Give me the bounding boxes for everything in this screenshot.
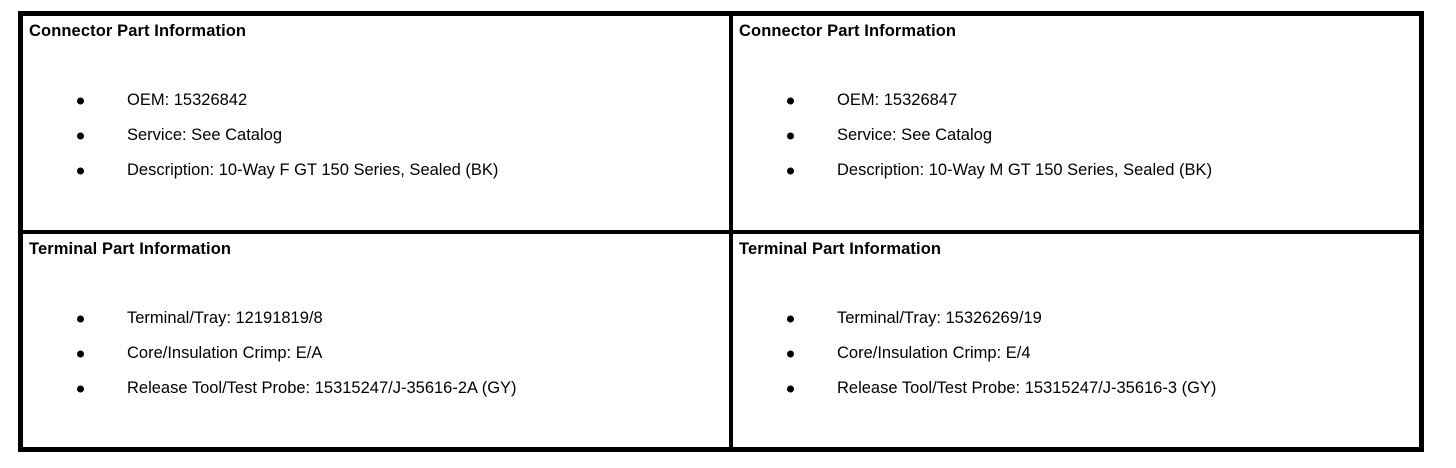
item-text: Release Tool/Test Probe: 15315247/J-3561…	[127, 379, 517, 397]
list-item-core-insulation-crimp: Core/Insulation Crimp: E/A	[23, 336, 729, 371]
bullet-icon	[787, 167, 794, 174]
bullet-icon	[77, 350, 84, 357]
item-text: Terminal/Tray: 12191819/8	[127, 309, 323, 327]
list-item-description: Description: 10-Way M GT 150 Series, Sea…	[733, 153, 1419, 188]
terminal-part-info-cell-left: Terminal Part Information Terminal/Tray:…	[23, 234, 729, 447]
item-text: OEM: 15326842	[127, 91, 248, 109]
bullet-list: OEM: 15326847 Service: See Catalog Descr…	[733, 83, 1419, 188]
cell-title-terminal-right: Terminal Part Information	[739, 240, 942, 258]
bullet-icon	[787, 132, 794, 139]
bullet-icon	[77, 315, 84, 322]
item-text: OEM: 15326847	[837, 91, 958, 109]
list-item-release-tool-test-probe: Release Tool/Test Probe: 15315247/J-3561…	[733, 371, 1419, 406]
bullet-icon	[787, 385, 794, 392]
list-item-terminal-tray: Terminal/Tray: 15326269/19	[733, 301, 1419, 336]
bullet-list: Terminal/Tray: 15326269/19 Core/Insulati…	[733, 301, 1419, 406]
cell-title-connector-right: Connector Part Information	[739, 22, 957, 40]
bullet-icon	[787, 315, 794, 322]
connector-part-info-cell-left: Connector Part Information OEM: 15326842…	[23, 16, 729, 230]
cell-title-terminal-left: Terminal Part Information	[29, 240, 232, 258]
item-text: Core/Insulation Crimp: E/4	[837, 344, 1031, 362]
list-item-service: Service: See Catalog	[23, 118, 729, 153]
item-text: Description: 10-Way M GT 150 Series, Sea…	[837, 161, 1213, 179]
list-item-terminal-tray: Terminal/Tray: 12191819/8	[23, 301, 729, 336]
item-text: Terminal/Tray: 15326269/19	[837, 309, 1042, 327]
list-item-description: Description: 10-Way F GT 150 Series, Sea…	[23, 153, 729, 188]
list-item-release-tool-test-probe: Release Tool/Test Probe: 15315247/J-3561…	[23, 371, 729, 406]
item-text: Release Tool/Test Probe: 15315247/J-3561…	[837, 379, 1217, 397]
item-text: Service: See Catalog	[127, 126, 283, 144]
part-information-table: Connector Part Information OEM: 15326842…	[18, 11, 1424, 452]
connector-part-info-cell-right: Connector Part Information OEM: 15326847…	[733, 16, 1419, 230]
bullet-list: OEM: 15326842 Service: See Catalog Descr…	[23, 83, 729, 188]
bullet-icon	[77, 97, 84, 104]
bullet-icon	[77, 167, 84, 174]
bullet-icon	[787, 350, 794, 357]
item-text: Core/Insulation Crimp: E/A	[127, 344, 323, 362]
item-text: Description: 10-Way F GT 150 Series, Sea…	[127, 161, 499, 179]
bullet-icon	[77, 385, 84, 392]
list-item-core-insulation-crimp: Core/Insulation Crimp: E/4	[733, 336, 1419, 371]
item-text: Service: See Catalog	[837, 126, 993, 144]
bullet-list: Terminal/Tray: 12191819/8 Core/Insulatio…	[23, 301, 729, 406]
bullet-icon	[787, 97, 794, 104]
list-item-service: Service: See Catalog	[733, 118, 1419, 153]
terminal-part-info-cell-right: Terminal Part Information Terminal/Tray:…	[733, 234, 1419, 447]
list-item-oem: OEM: 15326847	[733, 83, 1419, 118]
list-item-oem: OEM: 15326842	[23, 83, 729, 118]
bullet-icon	[77, 132, 84, 139]
cell-title-connector-left: Connector Part Information	[29, 22, 247, 40]
